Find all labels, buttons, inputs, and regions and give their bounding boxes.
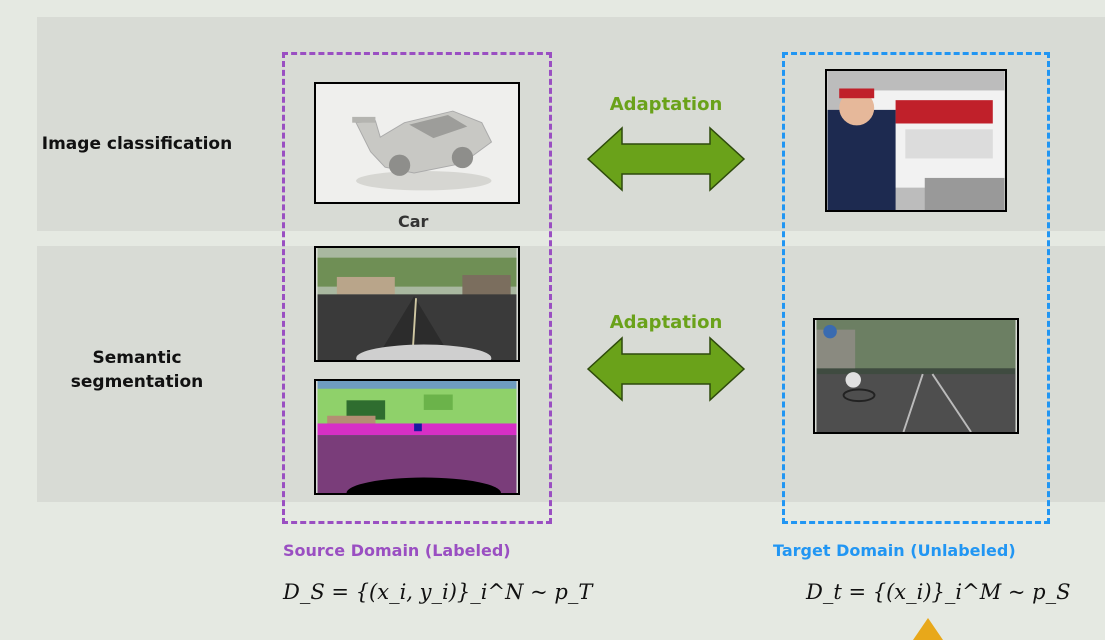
synthetic-road-scene-icon <box>317 248 517 360</box>
bidirectional-arrow-icon <box>586 126 746 192</box>
car-render-icon <box>317 84 517 202</box>
segmentation-label-icon <box>317 381 517 493</box>
source-domain-label: Source Domain (Labeled) <box>283 541 511 560</box>
real-car-photo-icon <box>827 71 1005 210</box>
adaptation-label-segmentation: Adaptation <box>609 312 723 333</box>
target-car-photo <box>825 69 1007 212</box>
source-car-image <box>314 82 520 204</box>
target-domain-formula: D_t = {(x_i)}_i^M ~ p_S <box>806 580 1071 604</box>
target-domain-box <box>782 52 1050 524</box>
source-road-image <box>314 246 520 362</box>
source-segmentation-map <box>314 379 520 495</box>
adaptation-label-classification: Adaptation <box>609 94 723 115</box>
row-label-image-classification: Image classification <box>41 134 233 154</box>
row-label-semantic-segmentation: Semantic segmentation <box>70 348 204 392</box>
source-domain-box <box>282 52 552 524</box>
target-street-photo <box>813 318 1019 434</box>
bidirectional-arrow-icon <box>586 336 746 402</box>
real-street-scene-icon <box>816 320 1016 432</box>
triangle-marker-icon <box>913 618 943 640</box>
source-caption-car: Car <box>398 212 429 231</box>
source-domain-formula: D_S = {(x_i, y_i)}_i^N ~ p_T <box>283 580 593 604</box>
target-domain-label: Target Domain (Unlabeled) <box>773 541 1016 560</box>
